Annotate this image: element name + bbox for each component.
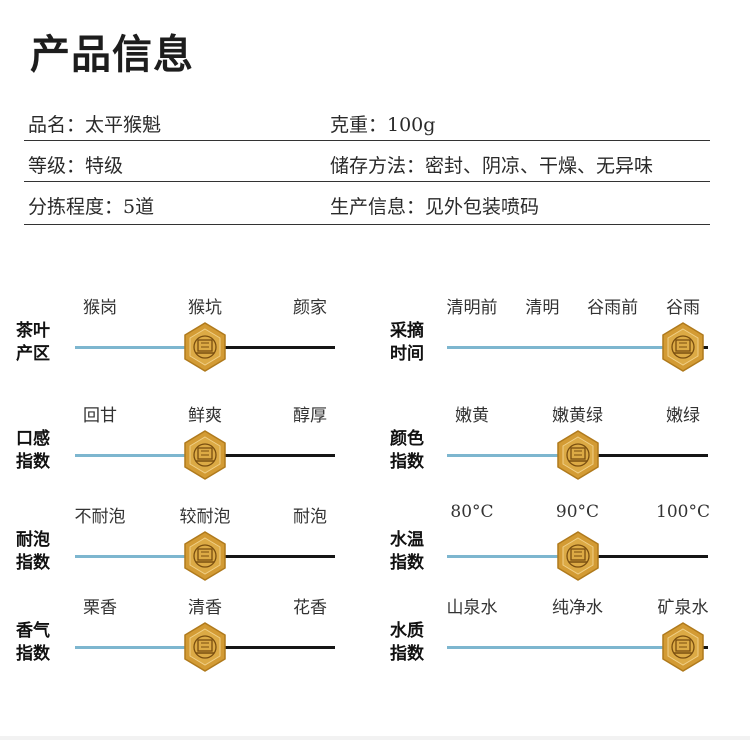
seal-marker-icon	[183, 430, 227, 480]
scale-option: 谷雨	[666, 298, 700, 318]
seal-marker-icon	[661, 322, 705, 372]
scale-label-line1: 茶叶	[16, 321, 50, 341]
seal-marker-icon	[661, 622, 705, 672]
scale-label-line2: 指数	[16, 553, 50, 573]
seal-marker-icon	[556, 531, 600, 581]
info-divider-2	[24, 181, 710, 182]
scale-label: 颜色指数	[390, 428, 424, 474]
page-title: 产品信息	[30, 32, 194, 78]
scale-bar-rest	[577, 555, 708, 558]
scale-label: 水质指数	[390, 620, 424, 666]
info-sorting: 分拣程度：5道	[28, 196, 155, 218]
scale-bar-filled	[75, 646, 205, 649]
scale-option: 清香	[188, 598, 222, 618]
scale-option: 猴坑	[188, 298, 222, 318]
scale-option: 回甘	[83, 406, 117, 426]
info-product-name: 品名：太平猴魁	[28, 114, 162, 136]
scale-bar-rest	[577, 454, 708, 457]
scale-label-line1: 采摘	[390, 321, 424, 341]
scale-option: 嫩黄	[455, 406, 489, 426]
scale-option: 清明	[525, 298, 560, 318]
info-weight: 克重：100g	[330, 114, 436, 136]
seal-marker-icon	[556, 430, 600, 480]
scale-bar-filled	[447, 555, 578, 558]
scale-option: 较耐泡	[179, 507, 231, 527]
scale-bar-filled	[447, 646, 683, 649]
scale-option: 谷雨前	[587, 298, 639, 318]
info-grade: 等级：特级	[28, 155, 124, 177]
scale-label-line2: 产区	[16, 344, 50, 364]
info-production: 生产信息：见外包装喷码	[330, 196, 540, 218]
scale-bar-filled	[75, 346, 205, 349]
scale-option: 矿泉水	[657, 598, 709, 618]
scale-option: 不耐泡	[74, 507, 126, 527]
bottom-border	[0, 736, 750, 740]
scale-label-line1: 口感	[16, 429, 50, 449]
scale-label: 香气指数	[16, 620, 50, 666]
seal-marker-icon	[183, 622, 227, 672]
scale-label-line2: 指数	[16, 452, 50, 472]
scale-bar-filled	[447, 346, 683, 349]
info-divider-1	[24, 140, 710, 141]
scale-label-line2: 指数	[390, 553, 424, 573]
scale-label: 采摘时间	[390, 320, 424, 366]
scale-option: 鲜爽	[188, 406, 222, 426]
scale-option: 纯净水	[552, 598, 603, 618]
scale-label: 茶叶产区	[16, 320, 50, 366]
scale-label-line1: 颜色	[390, 429, 424, 449]
scale-label-line2: 指数	[390, 452, 424, 472]
scale-bar-filled	[447, 454, 578, 457]
scale-option: 颜家	[293, 298, 327, 318]
scale-option: 山泉水	[446, 598, 498, 618]
seal-marker-icon	[183, 531, 227, 581]
scale-label: 水温指数	[390, 529, 424, 575]
scale-label-line1: 耐泡	[16, 530, 50, 550]
scale-label-line1: 水温	[390, 530, 424, 550]
scale-bar-filled	[75, 555, 205, 558]
scale-bar-rest	[205, 454, 335, 457]
scale-option: 嫩绿	[666, 406, 700, 426]
scale-option: 90°C	[555, 502, 600, 522]
scale-option: 清明前	[446, 298, 498, 318]
scale-bar-rest	[205, 555, 335, 558]
scale-option: 嫩黄绿	[552, 406, 603, 426]
scale-label-line2: 指数	[390, 644, 424, 664]
scale-option: 耐泡	[293, 507, 327, 527]
scale-bar-rest	[205, 646, 335, 649]
scale-label: 口感指数	[16, 428, 50, 474]
scale-option: 花香	[293, 598, 327, 618]
info-storage: 储存方法：密封、阴凉、干燥、无异味	[330, 155, 654, 177]
scale-label-line2: 时间	[390, 344, 424, 364]
seal-marker-icon	[183, 322, 227, 372]
info-divider-3	[24, 224, 710, 225]
scale-label-line2: 指数	[16, 644, 50, 664]
scale-option: 醇厚	[293, 406, 327, 426]
scale-option: 猴岗	[83, 298, 117, 318]
scale-bar-rest	[205, 346, 335, 349]
scale-label-line1: 香气	[16, 621, 50, 641]
scale-option: 栗香	[83, 598, 117, 618]
scale-option: 80°C	[450, 502, 494, 522]
scale-bar-filled	[75, 454, 205, 457]
scale-label-line1: 水质	[390, 621, 424, 641]
scale-label: 耐泡指数	[16, 529, 50, 575]
scale-option: 100°C	[656, 502, 710, 522]
